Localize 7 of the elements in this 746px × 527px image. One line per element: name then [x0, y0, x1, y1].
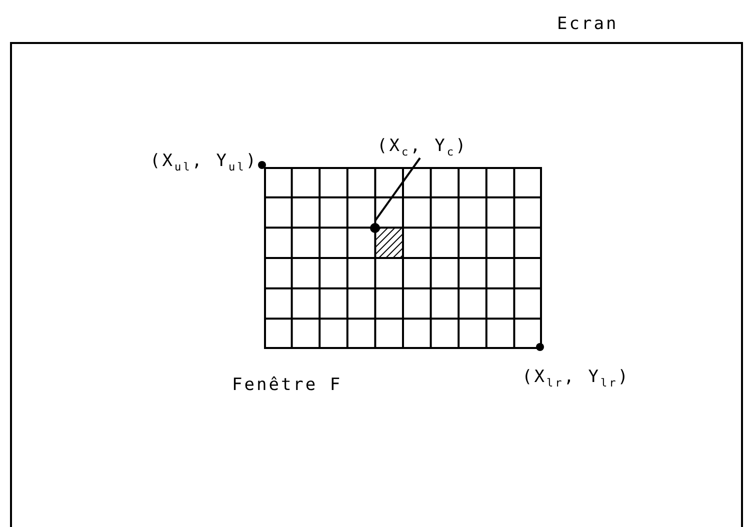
- leader-line: [374, 157, 421, 222]
- screen-title: Ecran: [557, 14, 618, 34]
- coordinate-label: (X$_{lr}$, Y$_{lr}$): [522, 367, 630, 390]
- coordinate-label: (X$_{c}$, Y$_{c}$): [377, 136, 468, 158]
- center-point: [370, 222, 380, 233]
- window-caption: Fenêtre F: [232, 375, 342, 395]
- coordinate-label: (X$_{ul}$, Y$_{ul}$): [150, 151, 258, 174]
